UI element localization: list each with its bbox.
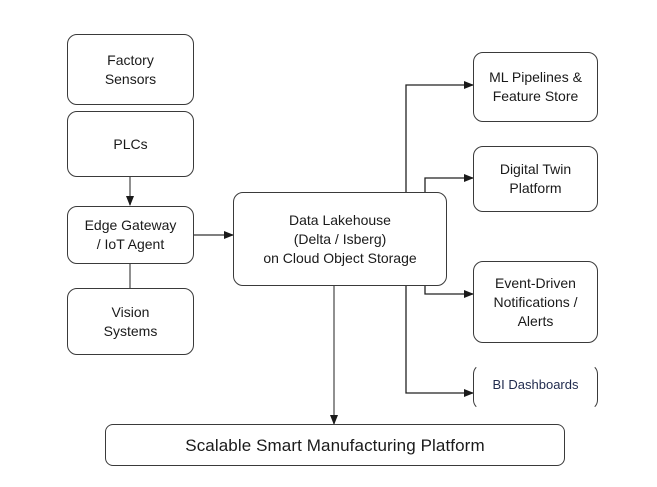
ml-pipelines-label: ML Pipelines & Feature Store (489, 69, 582, 104)
event-alerts-label: Event-Driven Notifications / Alerts (493, 274, 578, 329)
edge-lakehouse-to-ml (405, 81, 474, 193)
edge-lakehouse-to-twin (424, 174, 474, 193)
edge-lakehouse-to-bi (405, 285, 474, 397)
bi-dashboards-box: BI Dashboards (473, 364, 598, 410)
vision-systems-label: Vision Systems (103, 303, 158, 339)
ml-pipelines-box: ML Pipelines & Feature Store (473, 52, 598, 122)
vision-systems-box: Vision Systems (67, 288, 194, 355)
plcs-label: PLCs (113, 135, 148, 152)
digital-twin-label: Digital Twin Platform (499, 161, 572, 196)
edge-gateway-box: Edge Gateway / IoT Agent (67, 206, 194, 264)
plcs-box: PLCs (67, 111, 194, 177)
factory-sensors-label: Factory Sensors (104, 51, 157, 87)
digital-twin-box: Digital Twin Platform (473, 146, 598, 212)
data-lakehouse-box: Data Lakehouse (Delta / Isberg) on Cloud… (233, 192, 447, 286)
platform-box: Scalable Smart Manufacturing Platform (105, 424, 565, 466)
edge-lakehouse-to-alerts (424, 285, 474, 298)
edge-gateway-label: Edge Gateway / IoT Agent (84, 217, 177, 252)
event-alerts-box: Event-Driven Notifications / Alerts (473, 261, 598, 343)
platform-label: Scalable Smart Manufacturing Platform (185, 435, 485, 455)
bi-dashboards-label: BI Dashboards (492, 376, 579, 392)
data-lakehouse-label: Data Lakehouse (Delta / Isberg) on Cloud… (263, 211, 417, 266)
factory-sensors-box: Factory Sensors (67, 34, 194, 105)
